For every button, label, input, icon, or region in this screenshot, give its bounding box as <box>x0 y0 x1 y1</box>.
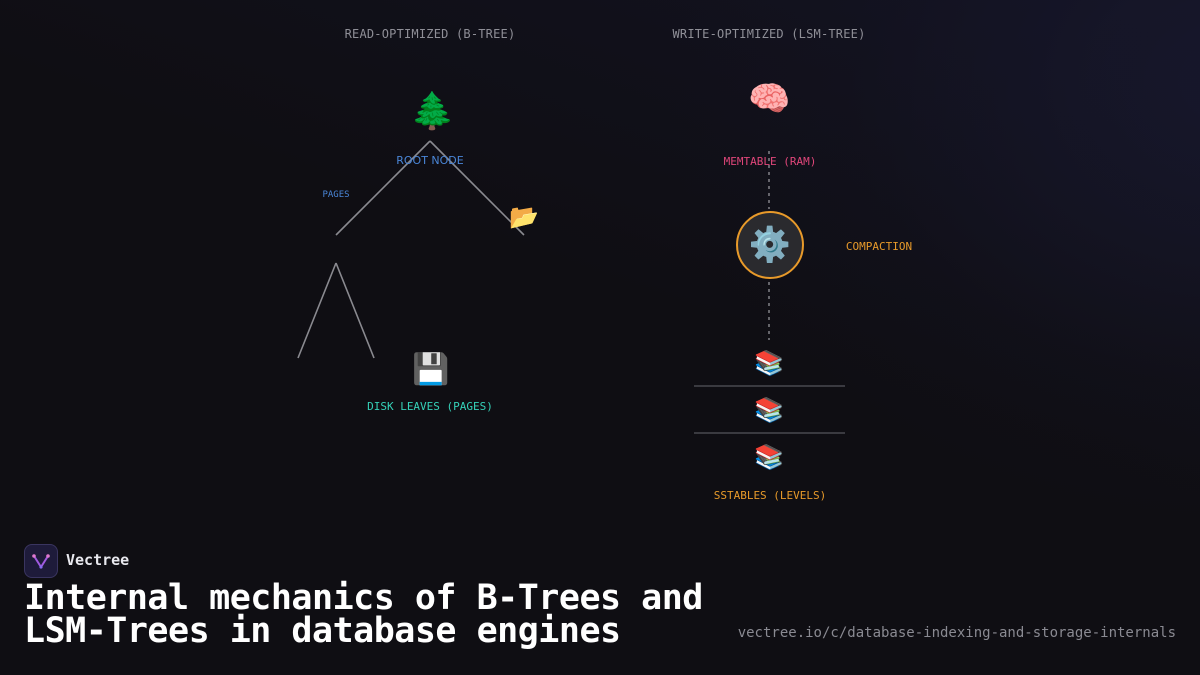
btree-edge-inner-right <box>335 262 375 359</box>
books-icon: 📚 <box>754 443 784 471</box>
books-icon: 📚 <box>754 396 784 424</box>
root-node-label: ROOT NODE <box>396 154 464 167</box>
sstables-label: SSTABLES (LEVELS) <box>713 489 827 502</box>
btree-heading: READ-OPTIMIZED (B-TREE) <box>344 27 516 41</box>
folder-icon: 📂 <box>509 203 539 231</box>
disk-leaves-label: DISK LEAVES (PAGES) <box>367 400 493 413</box>
brain-icon: 🧠 <box>748 79 791 119</box>
compaction-label: COMPACTION <box>845 240 913 253</box>
compaction-node: ⚙️ <box>736 211 804 279</box>
btree-edge-root-right <box>429 140 525 236</box>
brand-name: Vectree <box>66 551 130 569</box>
vectree-logo <box>24 544 58 578</box>
memtable-label: MEMTABLE (RAM) <box>723 155 817 168</box>
books-icon: 📚 <box>754 349 784 377</box>
gear-icon: ⚙️ <box>748 225 792 265</box>
page-title: Internal mechanics of B-Trees and LSM-Tr… <box>24 578 703 651</box>
tree-icon: 🌲 <box>410 91 455 132</box>
floppy-disk-icon: 💾 <box>412 352 450 387</box>
pages-label: PAGES <box>322 190 350 200</box>
lsm-heading: WRITE-OPTIMIZED (LSM-TREE) <box>672 27 866 41</box>
btree-edge-inner-left <box>297 262 337 359</box>
btree-edge-root-left <box>335 140 431 236</box>
source-url: vectree.io/c/database-indexing-and-stora… <box>737 625 1176 641</box>
